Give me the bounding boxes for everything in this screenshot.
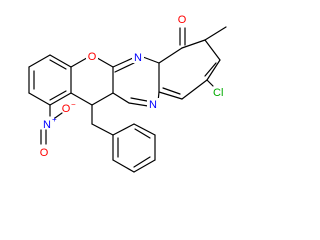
- label-mask: [147, 98, 159, 110]
- bond: [28, 92, 51, 106]
- bond: [158, 47, 183, 64]
- bond: [112, 123, 135, 136]
- bond: [28, 54, 51, 68]
- molecule-svg: O N N O Cl N + O − O: [28, 12, 227, 173]
- bond: [158, 91, 183, 100]
- atom-labels: O N N O Cl N + O − O: [40, 12, 223, 159]
- bond-double: [130, 97, 148, 102]
- label-mask: [176, 12, 188, 26]
- bond: [49, 54, 72, 68]
- bonds: [28, 26, 227, 173]
- bond: [133, 159, 156, 173]
- bond-double: [114, 62, 135, 73]
- nitro-nitrogen-label: N: [43, 119, 51, 131]
- label-mask: [86, 50, 98, 62]
- label-mask: [132, 51, 144, 63]
- bond-double: [49, 90, 67, 101]
- diazepine-nitrogen-lower-label: N: [149, 99, 157, 111]
- bond: [91, 123, 114, 136]
- bond: [112, 57, 134, 68]
- bond-double: [49, 59, 67, 70]
- bond-double: [204, 62, 217, 77]
- bond: [54, 112, 63, 119]
- chlorine-label: Cl: [213, 87, 223, 99]
- nitro-oxygen-lower-label: O: [40, 147, 49, 159]
- nitro-charge-minus: −: [71, 100, 76, 109]
- bond: [70, 92, 93, 106]
- bond: [142, 56, 160, 64]
- bond-double: [133, 156, 151, 168]
- nitro-charge-plus: +: [52, 115, 57, 124]
- ketone-oxygen-label: O: [178, 14, 187, 26]
- bond: [128, 102, 149, 107]
- bond: [133, 123, 156, 136]
- molecule-structure-diagram: O N N O Cl N + O − O: [28, 12, 227, 173]
- ring-oxygen-label: O: [88, 51, 97, 63]
- bond: [49, 92, 72, 106]
- bond: [204, 39, 221, 61]
- bond: [206, 59, 221, 81]
- bond: [112, 92, 130, 104]
- nitro-oxygen-upper-label: O: [62, 103, 71, 115]
- bond: [181, 79, 208, 100]
- bond: [181, 39, 206, 49]
- bond-double: [162, 87, 181, 95]
- bond-double: [134, 128, 151, 139]
- bond: [206, 79, 214, 87]
- bond: [112, 159, 135, 173]
- bond: [91, 92, 114, 106]
- bond: [204, 26, 227, 41]
- diazepine-nitrogen-upper-label: N: [134, 52, 142, 64]
